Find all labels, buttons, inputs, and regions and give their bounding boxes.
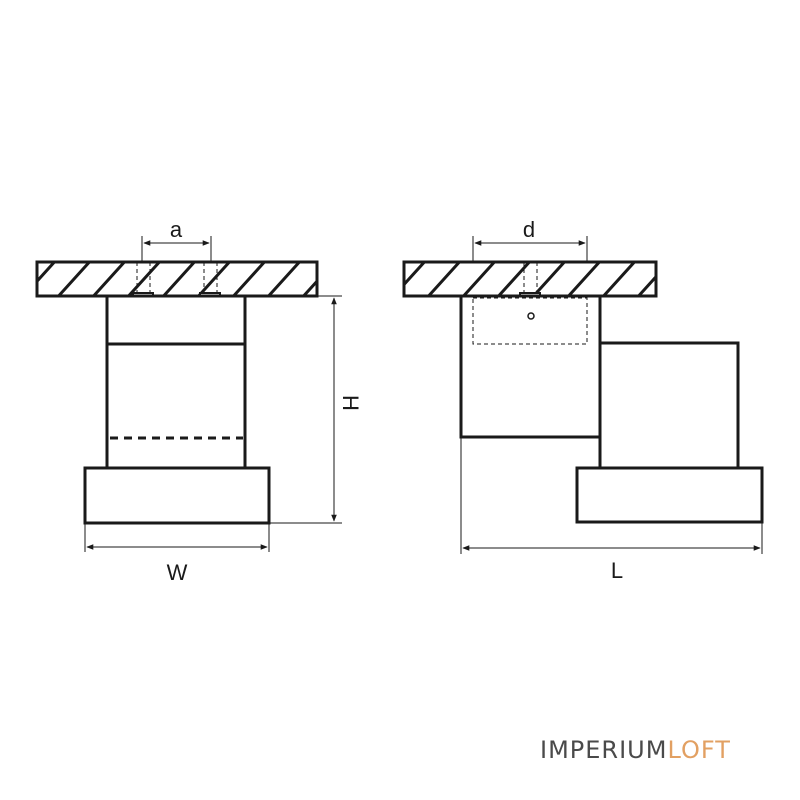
dimension-w: W <box>84 523 270 585</box>
ceiling-left-hatch <box>37 262 317 296</box>
label-h: H <box>338 395 363 411</box>
lamp-head-front <box>83 466 271 525</box>
brand-logo-part2: LOFT <box>667 736 731 764</box>
dimension-d: d <box>472 217 588 262</box>
dimension-h: H <box>270 295 363 524</box>
brand-logo-part1: IMPERIUM <box>540 736 668 764</box>
lamp-head-side <box>575 466 764 524</box>
lamp-body-side <box>598 341 740 470</box>
mount-hole <box>527 312 535 320</box>
dimension-a: a <box>141 217 212 262</box>
label-a: a <box>170 217 183 242</box>
label-l: L <box>611 558 623 583</box>
ceiling-right-hatch <box>404 262 656 296</box>
hidden-bracket-side <box>472 297 588 345</box>
label-d: d <box>523 217 535 242</box>
front-view: a H W <box>35 217 363 585</box>
dimension-l: L <box>460 437 763 583</box>
ceiling-left <box>35 260 319 298</box>
label-w: W <box>167 560 188 585</box>
lamp-body-front <box>105 342 247 470</box>
brand-logo: IMPERIUMLOFT <box>540 736 731 764</box>
side-view: d L <box>402 217 764 583</box>
mount-block-front <box>105 294 247 346</box>
